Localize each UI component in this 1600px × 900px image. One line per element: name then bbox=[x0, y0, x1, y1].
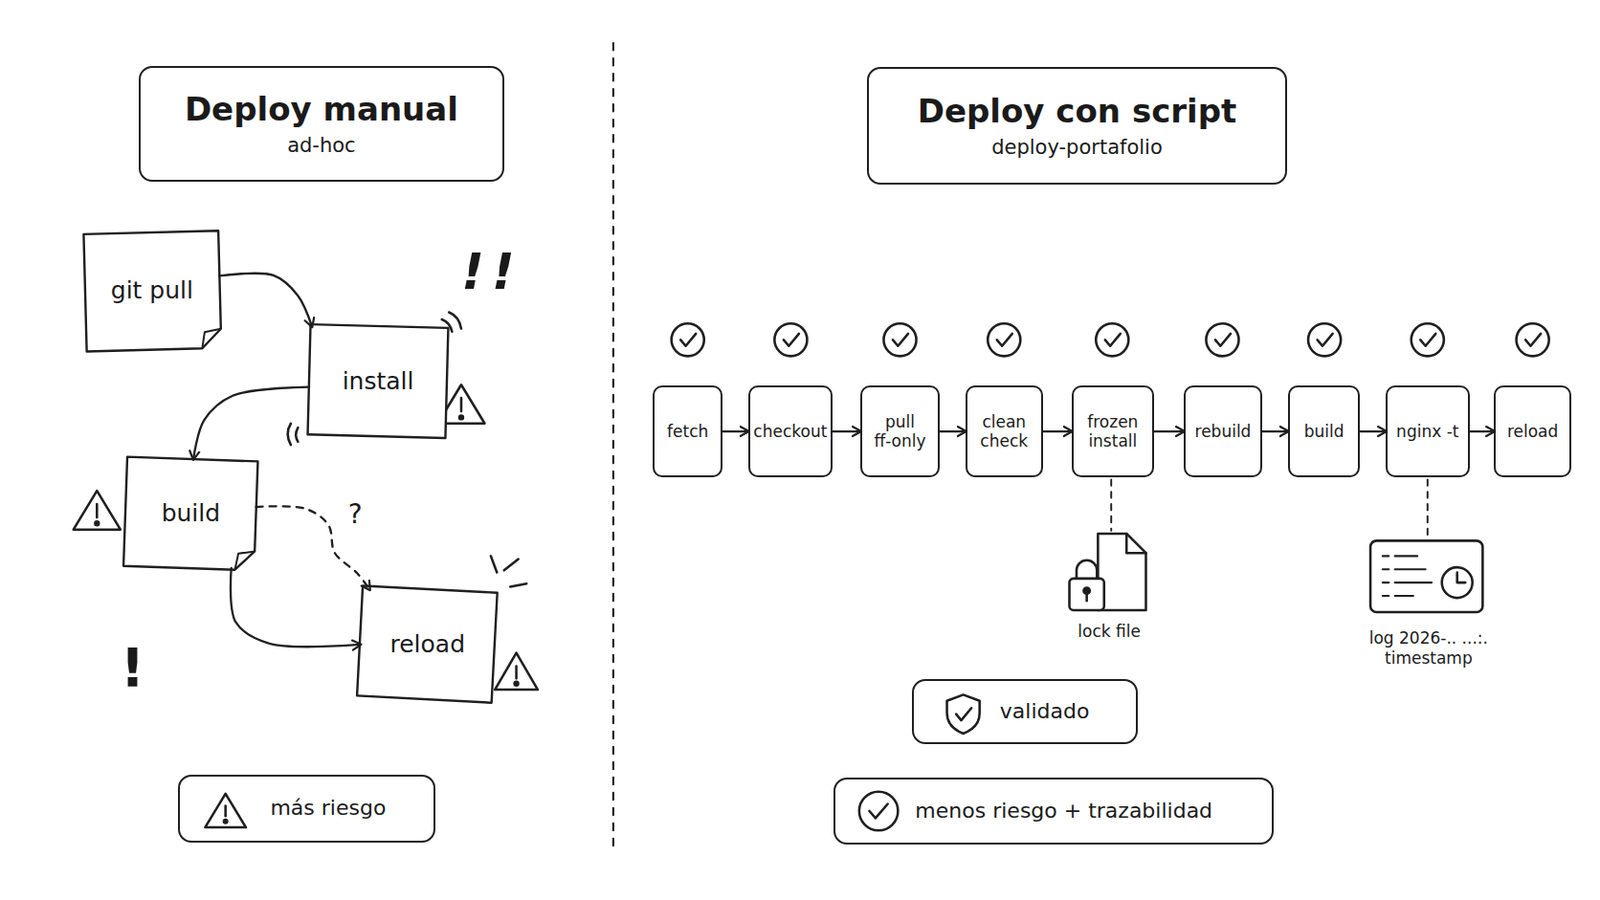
step-label: rebuild bbox=[1195, 422, 1252, 442]
exclamation-mark: ! bbox=[120, 636, 146, 701]
edge-label: ? bbox=[348, 499, 363, 533]
check-icon bbox=[1205, 323, 1239, 356]
connector bbox=[939, 430, 966, 433]
sticky-note-shape bbox=[123, 456, 258, 571]
step-box: rebuild bbox=[1183, 385, 1263, 478]
check-icon bbox=[1308, 323, 1341, 356]
connector bbox=[193, 387, 310, 460]
step-box: build bbox=[1288, 385, 1361, 478]
step-box: pull ff-only bbox=[860, 385, 940, 478]
burst-marks bbox=[490, 555, 527, 587]
step-box: frozen install bbox=[1071, 385, 1155, 478]
step-label: build bbox=[1304, 422, 1345, 442]
warning-triangle bbox=[73, 490, 121, 531]
leader-line bbox=[1110, 479, 1112, 531]
sticky-note-shape bbox=[356, 586, 498, 704]
step-label: fetch bbox=[666, 422, 709, 442]
step-box: reload bbox=[1493, 385, 1572, 478]
leader-line bbox=[1426, 479, 1429, 539]
connector bbox=[230, 568, 360, 647]
check-icon bbox=[1411, 323, 1445, 356]
check-circles bbox=[671, 323, 1550, 356]
step-box: nginx -t bbox=[1385, 385, 1469, 478]
icon-caption: log 2026-.. ...:. timestamp bbox=[1333, 628, 1523, 668]
sticky-note-shape bbox=[308, 324, 449, 439]
result-label: menos riesgo + trazabilidad bbox=[914, 799, 1213, 824]
step-label: nginx -t bbox=[1396, 422, 1459, 442]
step-label: frozen install bbox=[1075, 412, 1151, 452]
connector bbox=[722, 430, 749, 433]
step-label: checkout bbox=[753, 422, 827, 442]
note-label: install bbox=[342, 367, 415, 397]
check-icon bbox=[671, 323, 705, 356]
step-box: fetch bbox=[652, 385, 723, 478]
subtitle-text: deploy-portafolio bbox=[991, 135, 1163, 160]
result-box: validado bbox=[911, 679, 1138, 745]
check-icon bbox=[1095, 323, 1129, 356]
connector bbox=[1469, 430, 1495, 433]
log-icon bbox=[1370, 540, 1483, 613]
step-label: pull ff-only bbox=[864, 412, 936, 452]
shake-marks bbox=[288, 312, 462, 446]
check-icon bbox=[859, 792, 899, 832]
step-label: clean check bbox=[969, 412, 1040, 452]
connector bbox=[1154, 430, 1184, 433]
note-fold bbox=[235, 551, 256, 572]
exclamation-mark: !! bbox=[461, 241, 522, 301]
note-label: git pull bbox=[111, 276, 194, 306]
warning-icon bbox=[204, 794, 246, 828]
connector bbox=[1359, 430, 1386, 433]
title-box: Deploy con script deploy-portafolio bbox=[866, 66, 1287, 185]
note-border bbox=[356, 586, 498, 704]
title-text: Deploy con script bbox=[917, 91, 1238, 132]
connector bbox=[832, 430, 861, 433]
title-text: Deploy manual bbox=[184, 89, 459, 130]
note-label: reload bbox=[390, 630, 467, 660]
connector bbox=[219, 273, 312, 327]
lock-file-icon bbox=[1069, 533, 1147, 611]
check-icon bbox=[987, 323, 1021, 356]
note-border bbox=[83, 230, 222, 352]
note-label: build bbox=[161, 499, 221, 529]
connector bbox=[1043, 430, 1072, 433]
step-box: checkout bbox=[748, 385, 834, 478]
note-border bbox=[123, 456, 258, 571]
sticky-note: reload bbox=[359, 589, 495, 700]
title-box: Deploy manual ad-hoc bbox=[138, 66, 505, 181]
warning-triangle bbox=[494, 653, 538, 690]
subtitle-text: ad-hoc bbox=[287, 133, 356, 158]
step-box: clean check bbox=[965, 385, 1044, 478]
result-label: validado bbox=[1000, 699, 1090, 725]
sticky-note-shape bbox=[83, 230, 222, 352]
panel-divider bbox=[612, 43, 615, 849]
result-label: más riesgo bbox=[269, 796, 386, 822]
step-label: reload bbox=[1507, 422, 1558, 442]
check-icon bbox=[1516, 323, 1550, 356]
note-fold bbox=[200, 329, 222, 350]
connector bbox=[1262, 430, 1289, 433]
icon-caption: lock file bbox=[1047, 622, 1171, 642]
risk-box: más riesgo bbox=[177, 775, 437, 843]
check-icon bbox=[883, 323, 916, 356]
shield-icon bbox=[947, 694, 980, 734]
sticky-note: install bbox=[309, 326, 447, 437]
result-box: menos riesgo + trazabilidad bbox=[833, 777, 1274, 845]
sticky-note: git pull bbox=[85, 232, 221, 351]
check-icon bbox=[774, 323, 807, 356]
note-border bbox=[308, 324, 449, 439]
sticky-note: build bbox=[125, 459, 256, 569]
